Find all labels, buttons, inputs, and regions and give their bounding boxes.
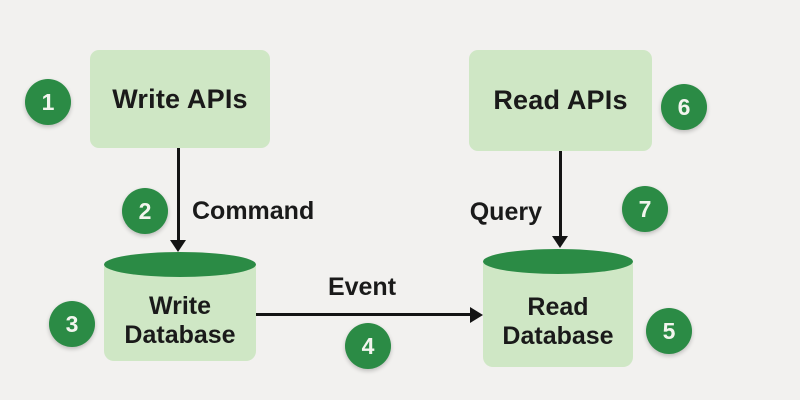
node-write-database-label-line1: Write: [148, 291, 212, 320]
step-badge-2: 2: [122, 188, 168, 234]
step-badge-1: 1: [25, 79, 71, 125]
edge-label-event: Event: [327, 273, 397, 301]
step-badge-7: 7: [622, 186, 668, 232]
write-database-cylinder-body: Write Database: [104, 264, 256, 361]
arrow-command-line: [177, 148, 180, 241]
edge-label-command: Command: [192, 197, 315, 225]
arrow-query-line: [559, 151, 562, 237]
node-read-apis: Read APIs: [469, 50, 652, 151]
arrow-event-line: [256, 313, 471, 316]
arrow-command-head-icon: [170, 240, 186, 252]
step-badge-5: 5: [646, 308, 692, 354]
node-read-database-label-line1: Read: [527, 293, 589, 321]
node-write-apis: Write APIs: [90, 50, 270, 148]
step-badge-4: 4: [345, 323, 391, 369]
node-read-apis-label: Read APIs: [493, 85, 628, 115]
node-read-database: Read Database: [483, 249, 633, 367]
node-write-database: Write Database: [104, 252, 256, 361]
arrow-event-head-icon: [470, 307, 483, 323]
arrow-query-head-icon: [552, 236, 568, 248]
node-write-apis-label: Write APIs: [112, 83, 248, 114]
node-write-database-label-line2: Database: [124, 320, 236, 349]
step-badge-3: 3: [49, 301, 95, 347]
node-read-database-label-line2: Database: [502, 322, 614, 350]
write-database-cylinder-top-icon: [104, 252, 256, 277]
step-badge-6: 6: [661, 84, 707, 130]
edge-label-query: Query: [469, 198, 542, 226]
read-database-cylinder-body: Read Database: [483, 261, 633, 367]
read-database-cylinder-top-icon: [483, 249, 633, 274]
